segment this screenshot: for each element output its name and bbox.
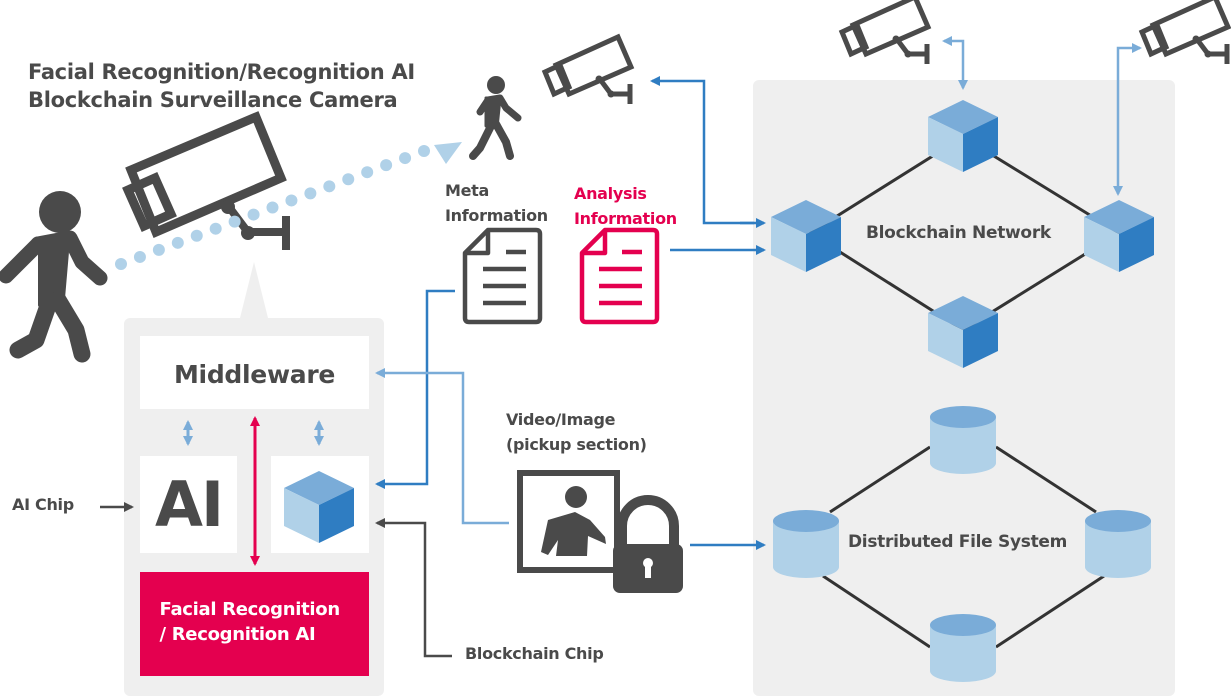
meta-to-chip-arrow <box>375 289 455 489</box>
analysis-line-2: Information <box>574 209 677 228</box>
camera2-node-arrow <box>1113 43 1142 196</box>
middleware-box <box>140 336 369 409</box>
title-line-2: Blockchain Surveillance Camera <box>28 88 398 112</box>
distributed-file-system-label: Distributed File System <box>848 532 1068 552</box>
meta-line-1: Meta <box>445 181 490 200</box>
sight-dot <box>399 152 412 165</box>
facial-recognition-label: Facial Recognition / Recognition AI <box>140 572 369 672</box>
diagram-title: Facial Recognition/Recognition AI Blockc… <box>28 58 415 114</box>
ai-chip-box <box>140 456 237 553</box>
sight-dot <box>115 258 127 270</box>
video-image-label: Video/Image (pickup section) <box>506 407 647 457</box>
camera1-node-arrow <box>942 36 968 90</box>
sight-dot <box>418 145 430 157</box>
analysis-information-label: Analysis Information <box>574 181 677 231</box>
sight-dot <box>304 187 317 200</box>
sight-dot <box>342 173 355 186</box>
camera-sight-line <box>115 145 430 270</box>
file-node-top <box>930 406 996 474</box>
video-to-middleware-arrow <box>375 368 509 525</box>
sight-dot <box>190 229 203 242</box>
sight-dot <box>361 166 374 179</box>
title-line-1: Facial Recognition/Recognition AI <box>28 60 415 84</box>
sight-dot <box>285 194 298 207</box>
video-line-1: Video/Image <box>506 410 616 429</box>
file-node-bottom <box>930 614 996 682</box>
meta-information-label: Meta Information <box>445 178 548 228</box>
meta-information-document-icon <box>462 227 543 325</box>
facial-recognition-line-2: / Recognition AI <box>159 624 316 645</box>
blockchain-panel <box>753 80 1175 696</box>
file-node-right <box>1085 510 1151 578</box>
sight-dot <box>380 159 393 172</box>
sight-dot <box>133 250 146 263</box>
analysis-information-document-icon <box>579 227 660 325</box>
facial-recognition-box <box>140 572 369 676</box>
sight-dot <box>152 243 165 256</box>
file-system-links <box>822 445 1105 649</box>
sight-dot <box>171 236 184 249</box>
ai-label: AI <box>154 468 224 541</box>
camera-callout-pointer <box>240 262 268 318</box>
sight-dot <box>323 180 336 193</box>
middleware-label: Middleware <box>173 359 335 389</box>
blockchain-to-camera-arrow <box>650 76 754 225</box>
small-camera-icon <box>545 37 631 104</box>
video-line-2: (pickup section) <box>506 435 647 454</box>
sight-arrowhead <box>434 142 462 164</box>
sight-dot <box>228 215 241 228</box>
blockchain-chip-arrow <box>375 518 452 658</box>
ai-chip-label: AI Chip <box>12 495 74 514</box>
sight-dot <box>209 222 222 235</box>
sight-dot <box>266 201 279 214</box>
small-person-walking-icon <box>469 76 522 160</box>
sight-dot <box>247 208 260 221</box>
file-node-left <box>773 510 839 578</box>
large-camera-icon <box>122 111 290 250</box>
video-image-icon <box>517 470 620 573</box>
facial-recognition-line-1: Facial Recognition <box>159 599 341 620</box>
analysis-line-1: Analysis <box>574 184 647 203</box>
lock-icon <box>613 495 683 593</box>
network-camera-2-icon <box>1142 0 1228 64</box>
person-walking-icon <box>0 191 108 363</box>
network-camera-1-icon <box>842 0 928 64</box>
blockchain-network-label: Blockchain Network <box>866 223 1051 243</box>
blockchain-chip-label: Blockchain Chip <box>465 644 604 663</box>
meta-line-2: Information <box>445 206 548 225</box>
